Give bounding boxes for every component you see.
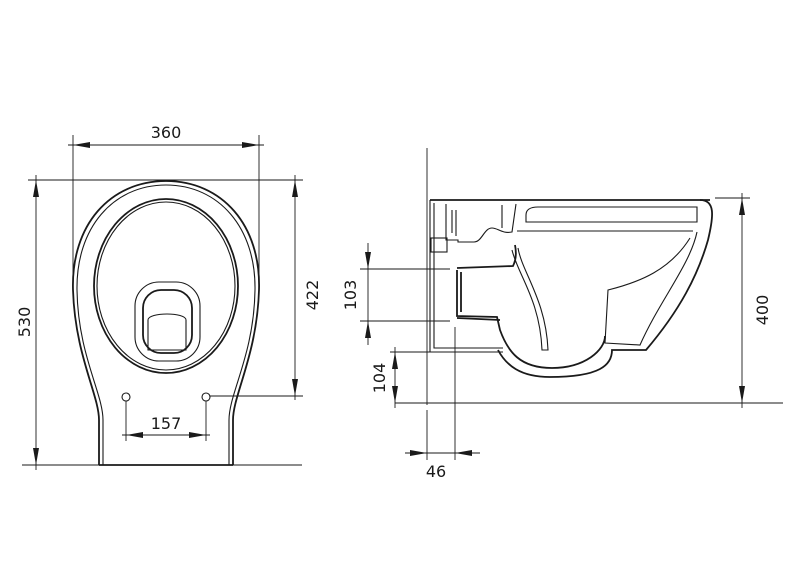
arrow-icon (189, 432, 206, 438)
bowl-outer-profile (497, 199, 713, 378)
connector (430, 237, 448, 253)
arrow-icon (126, 432, 143, 438)
fixing-spacing-label: 157 (151, 414, 182, 433)
arrow-icon (739, 386, 745, 403)
arrow-icon (392, 352, 398, 369)
fixing-hole-right (201, 392, 211, 402)
depth-label: 400 (753, 295, 772, 326)
flush-channel (445, 203, 517, 243)
bowl-back (429, 200, 503, 353)
outlet-pipe (456, 244, 606, 369)
bowl-back-inner (433, 203, 503, 349)
seat (525, 206, 698, 223)
arrow-icon (73, 142, 90, 148)
arrow-icon (365, 321, 371, 338)
arrow-icon (33, 180, 39, 197)
bowl-inner-profile (604, 231, 698, 346)
arrow-icon (33, 448, 39, 465)
arrow-icon (392, 386, 398, 403)
arrow-icon (242, 142, 259, 148)
outlet-opening-inner (142, 289, 193, 354)
arrow-icon (292, 379, 298, 396)
wall-offset-label: 46 (426, 462, 446, 481)
arrow-icon (292, 180, 298, 197)
height-label: 530 (15, 307, 34, 338)
trap-wall (511, 247, 549, 351)
fixing-hole-left (121, 392, 131, 402)
outlet-label: 103 (341, 280, 360, 311)
arrow-icon (455, 450, 472, 456)
outlet-trap (147, 313, 187, 351)
bowl-rim (93, 198, 239, 374)
arrow-icon (365, 252, 371, 269)
bowl-outer-outline-inner (76, 184, 256, 465)
bowl-rim-inner (96, 201, 236, 371)
front-view: 360 530 422 157 (15, 123, 322, 470)
fixing-height-label: 422 (303, 280, 322, 311)
outlet-height-label: 104 (370, 363, 389, 394)
outlet-opening (134, 281, 201, 362)
bowl-outer-outline (72, 180, 260, 465)
side-view: 400 103 104 46 (341, 148, 783, 481)
width-label: 360 (151, 123, 182, 142)
arrow-icon (739, 198, 745, 215)
arrow-icon (410, 450, 427, 456)
